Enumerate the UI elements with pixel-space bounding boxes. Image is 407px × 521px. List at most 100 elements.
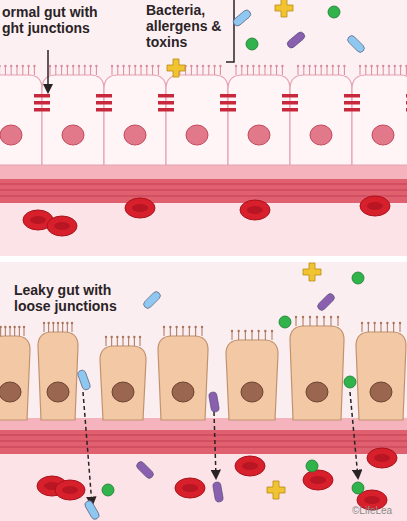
microvillus-tip [237, 330, 239, 332]
red-blood-cell [303, 470, 333, 490]
microvillus [265, 67, 266, 75]
microvillus-tip [133, 336, 135, 338]
tight-junction [406, 94, 407, 98]
nucleus [47, 382, 69, 402]
caption-label: Leaky gut with loose junctions [14, 282, 138, 314]
microvillus [365, 67, 366, 75]
allergen [352, 482, 364, 494]
microvillus-tip [110, 336, 112, 338]
microvillus [34, 67, 35, 75]
microvillus [298, 67, 299, 75]
bacterium [232, 9, 252, 28]
microvillus-tip [111, 65, 113, 67]
microvillus-tip [343, 65, 345, 67]
microvillus-tip [134, 65, 136, 67]
tight-junction [96, 108, 112, 112]
toxin [303, 263, 321, 281]
microvillus-tip [122, 65, 124, 67]
microvillus [303, 318, 304, 326]
microvillus [202, 328, 203, 336]
tight-junction [406, 101, 407, 105]
tight-junction [220, 101, 236, 105]
microvillus-tip [201, 326, 203, 328]
microvillus-tip [367, 322, 369, 324]
microvillus-tip [388, 65, 390, 67]
microvillus [265, 332, 266, 340]
nucleus [186, 125, 208, 145]
allergen [352, 272, 364, 284]
red-blood-cell-center [374, 454, 390, 462]
red-blood-cell [240, 200, 270, 220]
microvillus-tip [359, 65, 361, 67]
microvillus-tip [60, 65, 62, 67]
microvillus-tip [361, 322, 363, 324]
microvillus-tip [392, 322, 394, 324]
epithelial-cell [100, 346, 146, 420]
microvillus [183, 328, 184, 336]
basement-membrane [0, 165, 407, 179]
red-blood-cell-center [310, 476, 326, 484]
microvillus-tip [84, 65, 86, 67]
tight-cells [0, 65, 407, 165]
microvillus-tip [308, 65, 310, 67]
epithelial-cell [290, 326, 344, 420]
microvillus-tip [241, 65, 243, 67]
red-blood-cell [235, 456, 265, 476]
microvillus [309, 67, 310, 75]
microvillus [247, 67, 248, 75]
microvillus [252, 332, 253, 340]
microvillus [106, 338, 107, 346]
microvillus [112, 67, 113, 75]
microvillus-tip [316, 316, 318, 318]
microvillus-tip [208, 65, 210, 67]
band-stripe [0, 447, 407, 448]
microvillus [321, 67, 322, 75]
bacterium [142, 290, 162, 310]
band-stripe [0, 190, 407, 191]
allergen [344, 376, 356, 388]
microvillus-tip [95, 65, 97, 67]
leak-arrow [214, 412, 216, 478]
epithelial-cell [104, 75, 166, 165]
microvillus-tip [47, 322, 49, 324]
nucleus [372, 125, 394, 145]
microvillus-tip [163, 326, 165, 328]
loose-cells [0, 316, 406, 420]
microvillus [245, 332, 246, 340]
tight-junction [220, 108, 236, 112]
red-blood-cell [47, 216, 77, 236]
microvillus [189, 328, 190, 336]
bacterium [77, 369, 91, 391]
microvillus-tip [52, 322, 54, 324]
microvillus-tip [326, 65, 328, 67]
microvillus-tip [244, 330, 246, 332]
microvillus [344, 67, 345, 75]
microvillus [84, 67, 85, 75]
band-stripe [0, 435, 407, 436]
tight-junction [96, 101, 112, 105]
microvillus [73, 67, 74, 75]
red-blood-cells [23, 196, 397, 510]
bacterium [346, 34, 366, 54]
watermark: ©LifeLea [352, 505, 406, 517]
microvillus [272, 332, 273, 340]
allergen [328, 6, 340, 18]
microvillus-tip [128, 65, 130, 67]
microvillus-tip [139, 336, 141, 338]
microvillus [5, 67, 6, 75]
microvillus-tip [323, 316, 325, 318]
red-blood-cell-center [62, 486, 78, 494]
microvillus-tip [337, 316, 339, 318]
microvillus [0, 328, 1, 336]
microvillus [50, 67, 51, 75]
panel-gap [0, 256, 407, 262]
microvillus [140, 338, 141, 346]
microvillus-tip [231, 330, 233, 332]
red-blood-cell-center [367, 202, 383, 210]
microvillus-tip [382, 65, 384, 67]
microvillus-tip [55, 65, 57, 67]
nucleus [310, 125, 332, 145]
microvillus-tip [66, 65, 68, 67]
microvillus-tip [202, 65, 204, 67]
tight-junction [344, 94, 360, 98]
